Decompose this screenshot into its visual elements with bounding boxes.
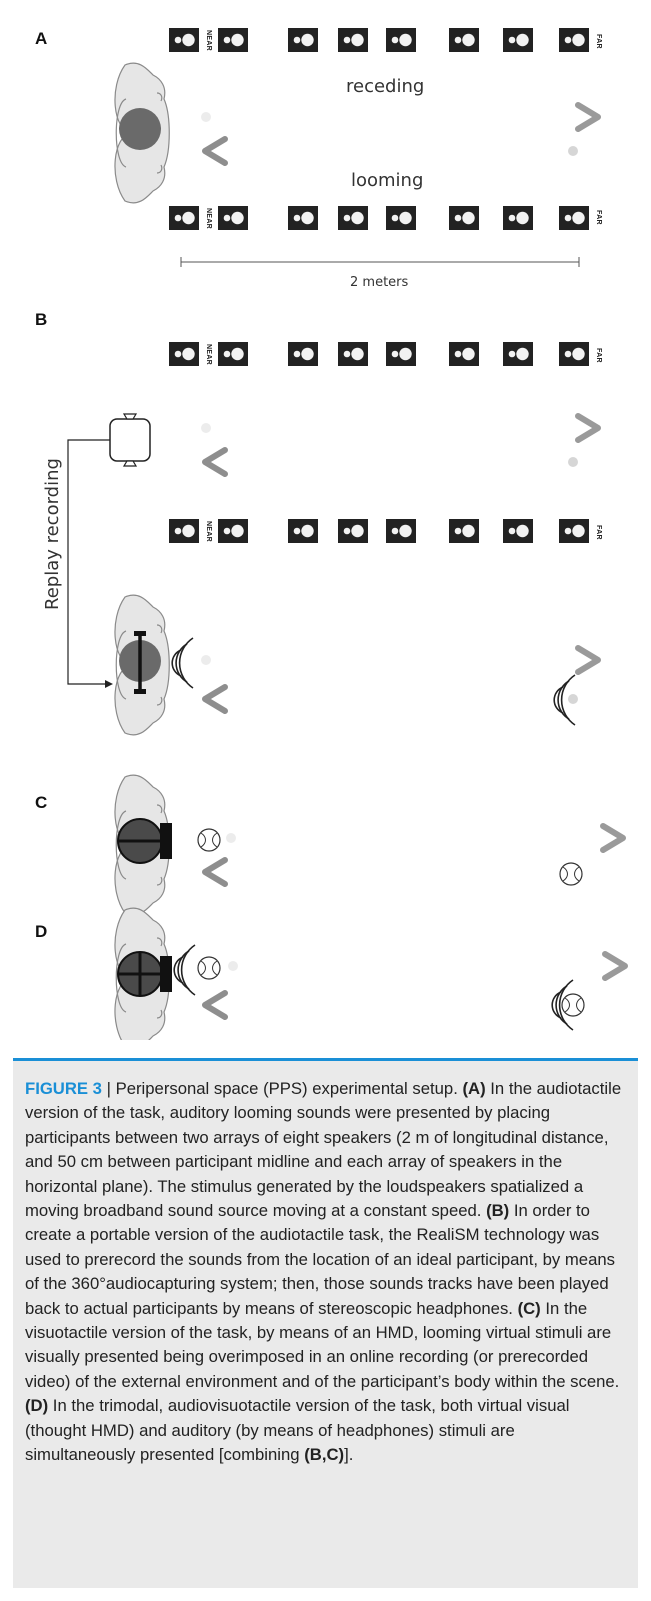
panel-d-letter: D xyxy=(35,922,47,941)
svg-text:FAR: FAR xyxy=(595,348,602,363)
speaker-array-b-top: NEAR FAR xyxy=(169,342,602,366)
caption-d-text: In the trimodal, audiovisuotactile versi… xyxy=(25,1396,570,1465)
caption-d-label: (D) xyxy=(25,1396,49,1416)
receding-arrow xyxy=(201,105,601,129)
receding-label: receding xyxy=(346,76,424,97)
panel-a-letter: A xyxy=(35,29,47,48)
speaker-array-bottom: NEAR FAR xyxy=(169,206,602,230)
caption-c-label: (C) xyxy=(517,1298,541,1318)
panel-c: C xyxy=(35,774,626,916)
caption-a-label: (A) xyxy=(462,1079,486,1098)
looming-label: looming xyxy=(351,170,423,191)
figure-label: FIGURE 3 xyxy=(25,1079,102,1098)
caption-end-text: ]. xyxy=(344,1445,354,1465)
panel-b-letter: B xyxy=(35,310,47,329)
caption-b-text: In order to create a portable version of… xyxy=(25,1201,615,1318)
figure-svg: A NEAR FAR receding looming NEAR FAR 2 m… xyxy=(35,28,638,1040)
figure-3-illustration: A NEAR FAR receding looming NEAR FAR 2 m… xyxy=(13,0,638,1040)
sound-waves-near-d xyxy=(173,944,196,996)
looming-arrow-c xyxy=(205,860,578,884)
recorder-icon xyxy=(109,413,151,467)
caption-c-text: In the visuotactile version of the task,… xyxy=(25,1298,620,1391)
panel-d: D xyxy=(35,907,628,1040)
virtual-ball-near-d xyxy=(197,956,221,980)
scale-label: 2 meters xyxy=(350,275,409,290)
virtual-ball-far xyxy=(559,862,583,886)
speaker-array-top: NEAR FAR xyxy=(169,28,602,52)
replay-connector xyxy=(67,439,113,688)
svg-text:FAR: FAR xyxy=(595,210,602,225)
looming-arrow-d xyxy=(205,993,578,1017)
far-label: FAR xyxy=(595,34,602,49)
looming-arrow-b2 xyxy=(205,687,578,711)
panel-c-letter: C xyxy=(35,793,47,812)
caption-title: | Peripersonal space (PPS) experimental … xyxy=(101,1079,463,1098)
looming-arrow xyxy=(205,139,578,163)
scale-bar xyxy=(180,257,580,267)
svg-text:NEAR: NEAR xyxy=(205,521,212,542)
receding-arrow-c xyxy=(226,826,626,850)
caption-a-text: In the audiotactile version of the task,… xyxy=(25,1079,622,1221)
caption-bc-label: (B,C) xyxy=(304,1445,345,1465)
virtual-ball-near xyxy=(197,828,221,852)
figure-caption: FIGURE 3 | Peripersonal space (PPS) expe… xyxy=(25,1077,626,1468)
receding-arrow-b xyxy=(201,416,601,440)
svg-text:NEAR: NEAR xyxy=(205,208,212,229)
participant-head xyxy=(114,62,170,204)
replay-recording-label: Replay recording xyxy=(42,458,63,610)
figure-caption-box: FIGURE 3 | Peripersonal space (PPS) expe… xyxy=(13,1058,638,1588)
virtual-ball-far-d xyxy=(561,993,585,1017)
participant-head-headphones xyxy=(114,594,170,736)
sound-waves-near xyxy=(171,637,194,689)
panel-b: B NEAR FAR NEAR FAR Replay recording xyxy=(35,310,602,736)
svg-text:NEAR: NEAR xyxy=(205,344,212,365)
near-label: NEAR xyxy=(205,30,212,51)
looming-arrow-b xyxy=(205,450,578,474)
receding-arrow-d xyxy=(228,954,628,978)
caption-b-label: (B) xyxy=(486,1201,510,1221)
svg-text:FAR: FAR xyxy=(595,525,602,540)
speaker-array-b-bottom: NEAR FAR xyxy=(169,519,602,543)
receding-arrow-b2 xyxy=(201,648,601,672)
participant-head-hmd-headphones xyxy=(114,907,172,1040)
participant-head-hmd xyxy=(114,774,172,916)
panel-a: A NEAR FAR receding looming NEAR FAR 2 m… xyxy=(35,28,602,290)
